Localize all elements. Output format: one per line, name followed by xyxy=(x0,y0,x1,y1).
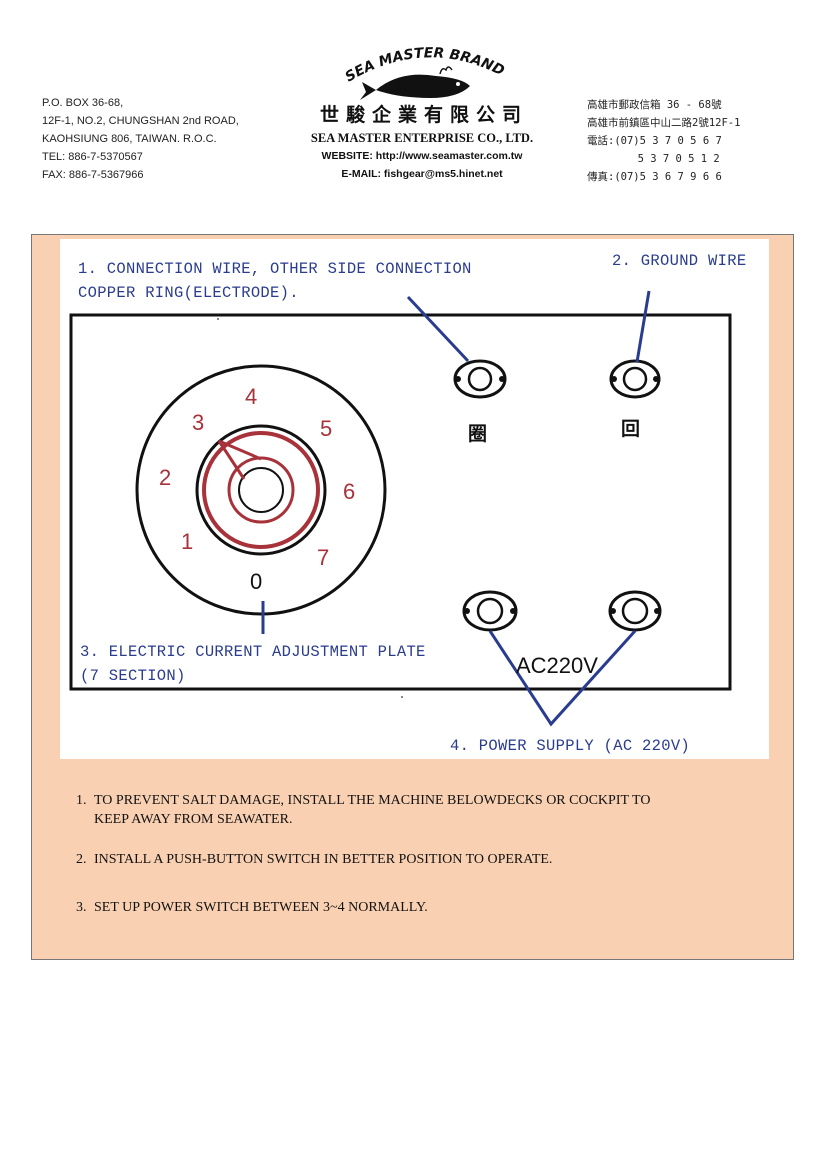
dial-number-4: 4 xyxy=(245,384,258,409)
label-connection-wire: 1. CONNECTION WIRE, OTHER SIDE CONNECTIO… xyxy=(78,257,472,305)
label-line: COPPER RING(ELECTRODE). xyxy=(78,284,299,302)
ac220v-label: AC220V xyxy=(516,653,598,678)
speck xyxy=(401,696,403,698)
note-number: 1. xyxy=(76,793,87,808)
terminal-label-ground: 回 xyxy=(621,418,641,440)
address-line: 12F-1, NO.2, CHUNGSHAN 2nd ROAD, xyxy=(42,115,239,127)
address-line: P.O. BOX 36-68, xyxy=(42,97,124,109)
note-text: TO PREVENT SALT DAMAGE, INSTALL THE MACH… xyxy=(94,793,651,808)
leader-line-ground-wire xyxy=(635,290,651,363)
dial-red-band xyxy=(202,431,320,549)
label-line: 3. ELECTRIC CURRENT ADJUSTMENT PLATE xyxy=(80,643,426,661)
telephone-line: 5 3 7 0 5 1 2 xyxy=(587,153,720,165)
note-2: 2. INSTALL A PUSH-BUTTON SWITCH IN BETTER… xyxy=(76,850,552,869)
note-text: INSTALL A PUSH-BUTTON SWITCH IN BETTER P… xyxy=(94,852,553,867)
company-name-english: SEA MASTER ENTERPRISE CO., LTD. xyxy=(310,131,534,145)
terminal-power-left xyxy=(462,590,518,632)
label-line: (7 SECTION) xyxy=(80,667,186,685)
wiring-diagram: 1. CONNECTION WIRE, OTHER SIDE CONNECTIO… xyxy=(60,239,769,759)
terminal-connection-wire xyxy=(453,359,507,399)
current-adjustment-dial xyxy=(135,364,387,634)
address-line: 高雄市郵政信箱 36 - 68號 xyxy=(587,99,722,111)
dial-number-0: 0 xyxy=(250,569,263,594)
note-text-continued: KEEP AWAY FROM SEAWATER. xyxy=(94,812,293,827)
note-number: 3. xyxy=(76,900,87,915)
company-address-english: P.O. BOX 36-68, 12F-1, NO.2, CHUNGSHAN 2… xyxy=(42,94,239,184)
dial-pointer xyxy=(217,439,262,480)
address-line: 高雄市前鎮區中山二路2號12F-1 xyxy=(587,117,741,129)
sea-master-brand-logo: SEA MASTER BRAND xyxy=(343,45,507,100)
label-adjustment-plate: 3. ELECTRIC CURRENT ADJUSTMENT PLATE (7 … xyxy=(80,640,426,688)
label-power-supply: 4. POWER SUPPLY (AC 220V) xyxy=(450,737,691,755)
note-1: 1. TO PREVENT SALT DAMAGE, INSTALL THE MA… xyxy=(76,791,650,829)
dial-number-6: 6 xyxy=(343,479,356,504)
company-website: WEBSITE: http://www.seamaster.com.tw xyxy=(321,150,523,162)
fax-line: FAX: 886-7-5367966 xyxy=(42,169,144,181)
company-address-chinese: 高雄市郵政信箱 36 - 68號 高雄市前鎮區中山二路2號12F-1 電話:(0… xyxy=(587,96,740,186)
telephone-line: TEL: 886-7-5370567 xyxy=(42,151,143,163)
speck xyxy=(217,318,219,320)
wiring-diagram-drawing xyxy=(69,290,732,727)
note-text: SET UP POWER SWITCH BETWEEN 3~4 NORMALLY… xyxy=(94,900,428,915)
controller-box xyxy=(69,313,732,691)
fax-line: 傳真:(07)5 3 6 7 9 6 6 xyxy=(587,171,722,183)
note-number: 2. xyxy=(76,852,87,867)
note-3: 3. SET UP POWER SWITCH BETWEEN 3~4 NORMAL… xyxy=(76,898,428,917)
label-line: 1. CONNECTION WIRE, OTHER SIDE CONNECTIO… xyxy=(78,260,472,278)
dial-number-2: 2 xyxy=(159,465,172,490)
label-ground-wire: 2. GROUND WIRE xyxy=(612,252,747,270)
dial-knob-outer xyxy=(195,424,327,556)
dial-outer-ring xyxy=(135,364,387,616)
terminal-ground-wire xyxy=(609,359,661,399)
instruction-panel: 1. CONNECTION WIRE, OTHER SIDE CONNECTIO… xyxy=(31,234,794,960)
whale-icon xyxy=(360,66,470,100)
dial-number-5: 5 xyxy=(320,416,333,441)
telephone-line: 電話:(07)5 3 7 0 5 6 7 xyxy=(587,135,722,147)
company-email: E-MAIL: fishgear@ms5.hinet.net xyxy=(341,168,503,180)
dial-number-7: 7 xyxy=(317,545,330,570)
dial-center xyxy=(238,467,284,513)
address-line: KAOHSIUNG 806, TAIWAN. R.O.C. xyxy=(42,133,217,145)
leader-line-connection-wire xyxy=(406,295,470,363)
dial-number-1: 1 xyxy=(181,529,194,554)
terminal-label-connection: 圈 xyxy=(468,423,488,445)
company-name-chinese: 世駿企業有限公司 xyxy=(319,104,528,126)
leader-line-power-supply xyxy=(488,629,637,727)
dial-number-3: 3 xyxy=(192,410,205,435)
terminal-power-right xyxy=(608,590,662,632)
